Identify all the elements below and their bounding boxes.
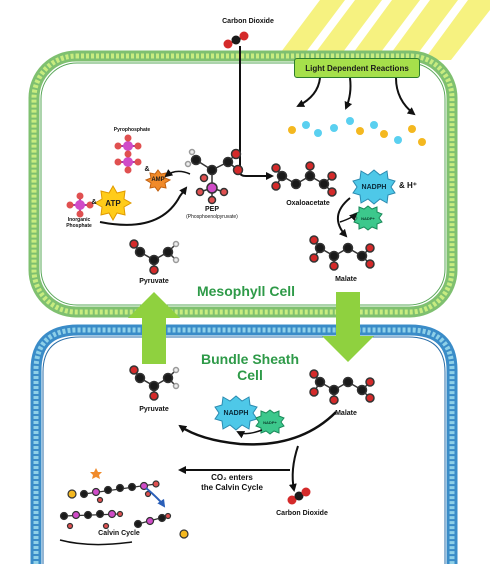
bundle-sheath-cell-title-line1: Bundle Sheath — [200, 351, 299, 367]
atp-starburst-icon — [93, 184, 133, 222]
nadp-badge-top-label: NADP+ — [361, 215, 375, 221]
oxaloacetate-to-malate-arrow — [337, 197, 351, 238]
calvin-star-icon — [90, 468, 102, 479]
label-malate-top: Malate — [335, 276, 357, 283]
light-reaction-molecules — [288, 117, 426, 146]
oxaloacetate-molecule — [271, 161, 337, 197]
pyruvate-to-pep-arrow — [99, 186, 188, 226]
nadp-badge-bottom-icon — [255, 409, 285, 435]
calvin-cycle-molecules — [59, 480, 189, 539]
bundle-sheath-cell-title-line2: Cell — [237, 367, 263, 383]
nadph-badge-top-label: NADPH — [361, 183, 387, 191]
big-down-arrow — [322, 292, 374, 362]
big-up-arrow — [128, 292, 180, 364]
label-malate-bottom: Malate — [335, 410, 357, 417]
inorganic-phosphate-molecule — [66, 192, 94, 218]
mesophyll-cell-title: Mesophyll Cell — [196, 283, 296, 299]
nadph-badge-top-icon — [352, 169, 396, 205]
label-pyrophosphate: Pyrophosphate — [113, 127, 151, 133]
calvin-cycle-arrow — [145, 487, 166, 508]
calvin-cycle-curve — [59, 539, 133, 546]
label-oxaloacetate: Oxaloacetate — [286, 200, 330, 207]
label-ampersand-atp: & — [91, 199, 97, 206]
amp-badge-label: AMP — [151, 177, 165, 183]
atp-badge-label: ATP — [105, 198, 121, 208]
label-calvin-cycle: Calvin Cycle — [98, 530, 140, 537]
nadp-to-nadph-arrow — [236, 429, 263, 439]
label-ampersand-pyrophosphate: & — [144, 166, 150, 173]
malate-to-co2-arrow — [288, 445, 299, 492]
co2-molecule-top — [223, 31, 249, 49]
malate-molecule-bottom — [309, 369, 375, 405]
pyrophosphate-molecule — [114, 134, 142, 174]
label-pyruvate-top: Pyruvate — [139, 278, 169, 285]
malate-molecule-top — [309, 235, 375, 271]
light-beam — [275, 0, 490, 60]
pep-releases-amp-arrow — [164, 169, 191, 178]
light-dependent-reactions-box: Light Dependent Reactions — [294, 58, 420, 78]
label-inorganic-phosphate: Inorganic Phosphate — [66, 217, 92, 229]
pep-molecule — [184, 148, 244, 205]
light-reaction-arrows — [296, 77, 416, 116]
label-carbon-dioxide-bottom: Carbon Dioxide — [276, 510, 328, 517]
label-pep-full: (Phosphoenolpyruvate) — [186, 214, 238, 220]
label-co2-enters-line2: the Calvin Cycle — [201, 483, 263, 492]
label-h-plus: & H⁺ — [399, 181, 417, 190]
nadph-to-nadp-arrow — [339, 212, 358, 223]
malate-to-pyruvate-arrow — [178, 411, 337, 446]
pyruvate-molecule-bottom — [129, 365, 180, 401]
label-pyruvate-bottom: Pyruvate — [139, 406, 169, 413]
label-carbon-dioxide-top: Carbon Dioxide — [222, 18, 274, 25]
bundle-sheath-cell-membrane — [30, 324, 458, 564]
nadph-badge-bottom-label: NADPH — [223, 409, 249, 417]
nadph-badge-bottom-icon — [214, 395, 258, 431]
co2-molecule-bottom — [287, 487, 311, 505]
nadp-badge-bottom-label: NADP+ — [263, 419, 277, 425]
label-co2-enters-line1: CO₂ enters — [211, 473, 253, 482]
label-pep: PEP — [204, 206, 219, 213]
pyruvate-molecule-top — [129, 239, 180, 275]
